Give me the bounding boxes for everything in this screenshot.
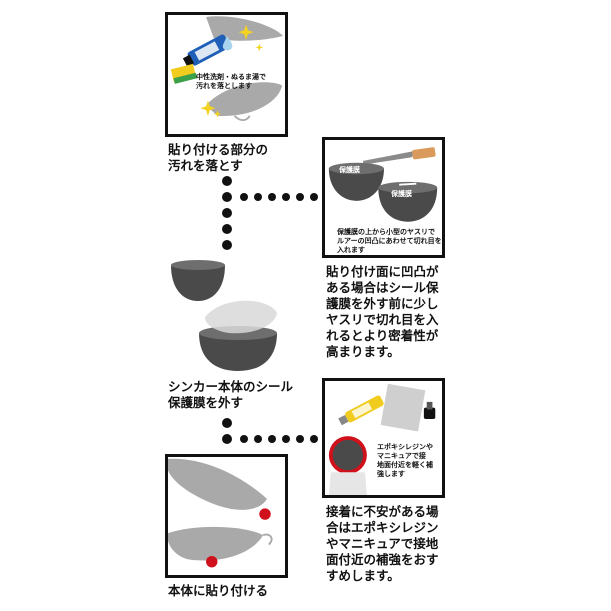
lure-bottom-shape — [206, 82, 283, 117]
water-drop-icon — [222, 35, 233, 51]
step1-caption: 貼り付ける部分の 汚れを落とす — [168, 142, 269, 173]
sinker-topview-icon — [328, 436, 367, 495]
step1-panel: 中性洗剤・ぬるま湯で 汚れを落とします — [165, 12, 288, 137]
sinker-red-mark — [259, 508, 271, 520]
connector-step3-step4 — [222, 418, 322, 458]
step4-note: エポキシレジンや マニキュアで接 地面付近を軽く補 強します — [377, 443, 433, 478]
file-tool-icon — [363, 147, 436, 165]
step2-label-b: 保護膜 — [391, 190, 412, 198]
step2-panel: 保護膜 保護膜 保護膜の上から小型のヤスリで ルアーの凹凸にあわせて切れ目を 入… — [322, 137, 445, 258]
step2-caption: 貼り付け面に凹凸が ある場合はシール保 護膜を外す前に少し ヤスリで切れ目を入 … — [326, 264, 439, 359]
step3-illustration — [171, 260, 277, 371]
detergent-bottle-icon — [182, 34, 230, 67]
protective-film-shape — [205, 300, 277, 334]
step4-panel: エポキシレジンや マニキュアで接 地面付近を軽く補 強します — [322, 378, 445, 498]
glue-tube-icon — [338, 395, 384, 426]
step5-panel — [165, 454, 288, 578]
step5-caption: 本体に貼り付ける — [168, 583, 269, 598]
lure-top-shape — [168, 458, 267, 510]
step1-illustration — [170, 16, 284, 122]
resin-package-icon — [380, 383, 426, 432]
step2-note: 保護膜の上から小型のヤスリで ルアーの凹凸にあわせて切れ目を 入れます — [337, 228, 442, 254]
sparkle-icon — [238, 24, 254, 40]
sinker-icon — [328, 162, 384, 201]
sparkle-icon — [200, 100, 216, 116]
lure-bottom-shape — [168, 526, 264, 561]
step5-illustration — [168, 458, 273, 568]
sinker-icon — [378, 181, 438, 222]
lure-top-shape — [206, 16, 284, 41]
step3-caption: シンカー本体のシール 保護膜を外す — [168, 379, 294, 410]
step1-note: 中性洗剤・ぬるま湯で 汚れを落とします — [196, 73, 266, 90]
step2-label-a: 保護膜 — [339, 166, 360, 174]
step4-illustration — [328, 383, 436, 495]
connector-step1-step2 — [222, 176, 322, 256]
step2-illustration — [328, 147, 438, 222]
nail-polish-icon — [423, 401, 436, 419]
sponge-icon — [170, 63, 198, 84]
sinker-small-icon — [171, 260, 225, 301]
step4-caption: 接着に不安がある場 合はエポキシレジン やマニキュアで接地 面付近の補強をおす … — [326, 504, 439, 583]
sinker-red-mark — [206, 555, 218, 568]
